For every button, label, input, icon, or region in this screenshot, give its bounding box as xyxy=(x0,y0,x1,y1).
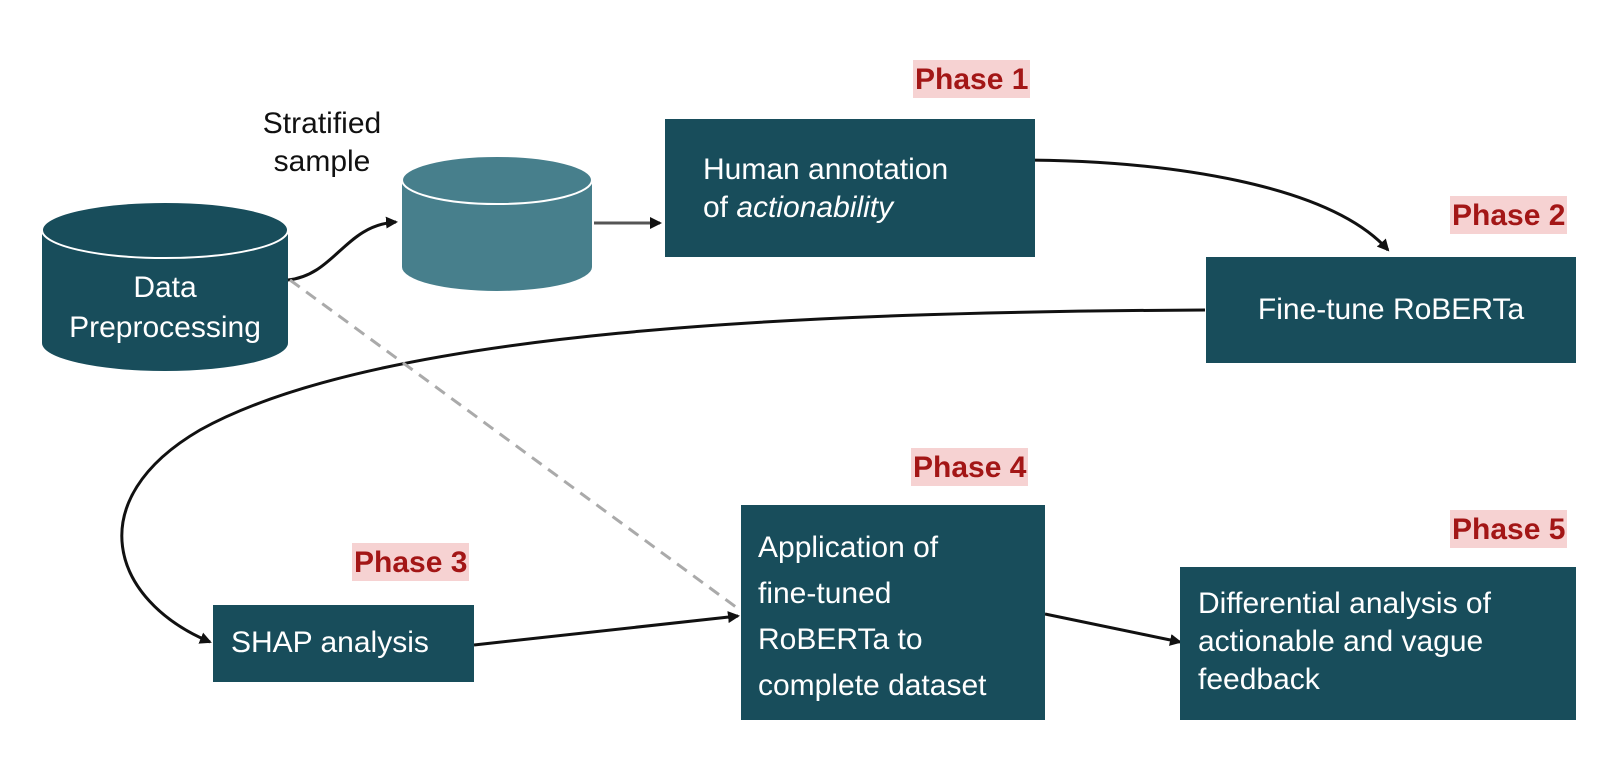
data-preprocessing-line1: Data xyxy=(133,271,197,304)
stratified-sample-label: Stratified sample xyxy=(237,105,407,181)
data-preprocessing-cylinder xyxy=(41,201,289,371)
application-line4: complete dataset xyxy=(758,669,987,702)
stratified-sample-cylinder xyxy=(401,155,593,291)
shap-analysis-box: SHAP analysis xyxy=(213,605,474,682)
human-annotation-prefix: of xyxy=(703,191,737,225)
data-preprocessing-label: Data Preprocessing xyxy=(42,268,288,348)
stratified-sample-line1: Stratified xyxy=(262,107,382,140)
application-line1: Application of xyxy=(758,531,939,564)
differential-line3: feedback xyxy=(1198,663,1320,696)
application-box: Application of fine-tuned RoBERTa to com… xyxy=(741,505,1045,720)
human-annotation-emphasis: actionability xyxy=(736,191,894,225)
data-preprocessing-line2: Preprocessing xyxy=(69,311,261,344)
phase-2-label: Phase 2 xyxy=(1450,196,1568,234)
phase-3-label: Phase 3 xyxy=(352,543,470,581)
phase-5-label: Phase 5 xyxy=(1450,510,1568,548)
arrow-preprocessing-to-sample xyxy=(287,216,398,282)
differential-analysis-box: Differential analysis of actionable and … xyxy=(1180,567,1576,720)
shap-analysis-label: SHAP analysis xyxy=(231,626,429,660)
application-line3: RoBERTa to xyxy=(758,623,923,656)
fine-tune-box: Fine-tune RoBERTa xyxy=(1206,257,1576,363)
arrow-application-to-differential xyxy=(1044,612,1182,646)
arrow-finetune-to-shap xyxy=(120,308,1206,644)
fine-tune-label: Fine-tune RoBERTa xyxy=(1257,292,1525,326)
human-annotation-line2: of actionability xyxy=(703,189,1035,227)
phase-1-label: Phase 1 xyxy=(913,60,1031,98)
arrow-shap-to-application xyxy=(473,611,740,647)
phase-4-label: Phase 4 xyxy=(911,448,1029,486)
stratified-sample-line2: sample xyxy=(273,145,371,178)
differential-line1: Differential analysis of xyxy=(1198,587,1491,620)
human-annotation-line1: Human annotation xyxy=(703,153,949,186)
differential-line2: actionable and vague xyxy=(1198,625,1484,658)
human-annotation-box: Human annotation of actionability xyxy=(665,119,1035,257)
application-line2: fine-tuned xyxy=(758,577,892,610)
arrow-annotation-to-finetune xyxy=(1014,158,1390,252)
dashed-preprocessing-to-application xyxy=(289,278,741,612)
